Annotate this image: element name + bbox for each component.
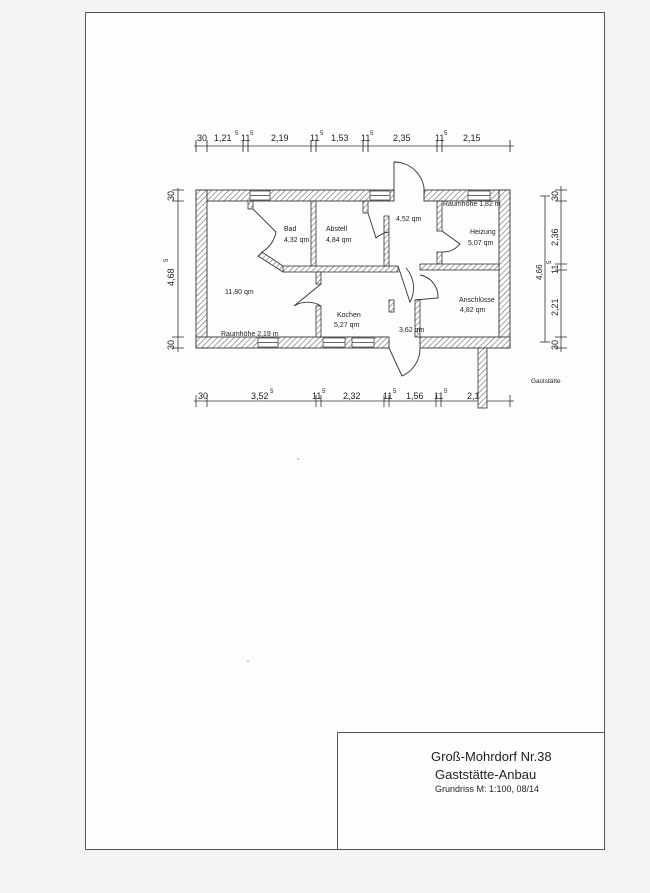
dimension-label: 1,56 (406, 391, 424, 401)
left-dimension-chain (172, 188, 184, 352)
dimension-label: 11 (383, 391, 392, 401)
windows (249, 190, 491, 348)
dimension-label: 11 (241, 133, 250, 143)
door-swings (252, 161, 461, 377)
dimension-label: 11 (310, 133, 319, 143)
room-name: Abstell (326, 226, 347, 233)
adjacent-wall (477, 347, 488, 409)
dimension-label: 11 (312, 391, 321, 401)
dimension-label: 30 (198, 391, 208, 401)
room-name: Heizung (470, 229, 496, 236)
dimension-label: 30 (550, 340, 560, 350)
dimension-superscript: 5 (164, 258, 170, 262)
drawing-sheet (85, 12, 605, 850)
dimension-label: 1,21 (214, 133, 232, 143)
dimension-label: 3,52 (251, 391, 269, 401)
dimension-label: 2,21 (550, 298, 560, 316)
dimension-superscript: 5 (547, 260, 553, 264)
dimension-superscript: 5 (322, 389, 326, 395)
room-name: Anschlüsse (459, 297, 495, 304)
bottom-dimension-chain (194, 395, 514, 407)
dimension-label: 2,15 (467, 391, 485, 401)
dimension-superscript: 5 (393, 389, 397, 395)
project-title: Groß-Mohrdorf Nr.38 (431, 749, 552, 764)
room-area: 4,84 qm (326, 237, 351, 244)
room-name: Kochen (337, 312, 361, 319)
dimension-label: 30 (166, 340, 176, 350)
dimension-label: 2,36 (550, 228, 560, 246)
top-dimension-chain (194, 140, 514, 152)
dimension-superscript: 5 (444, 131, 448, 137)
dimension-superscript: 5 (235, 131, 239, 137)
room-area: 3,62 qm (399, 327, 424, 334)
dimension-label: 11 (550, 265, 560, 274)
dimension-label: 2,32 (343, 391, 361, 401)
title-block: Groß-Mohrdorf Nr.38 Gaststätte-Anbau Gru… (337, 732, 605, 850)
dimension-label: 2,35 (393, 133, 411, 143)
interior-walls (247, 200, 500, 338)
dimension-superscript: 5 (370, 131, 374, 137)
ceiling-height: Raumhöhe 1,82 m (443, 201, 501, 208)
right-dimension-labels: 30 2,36 4,66 11 5 2,21 30 (535, 191, 560, 350)
dimension-label: 30 (550, 191, 560, 201)
dimension-label: 11 (435, 133, 444, 143)
drawing-scale-note: Grundriss M: 1:100, 08/14 (435, 784, 540, 794)
adjacent-building-label: Gaststätte (531, 378, 561, 385)
scan-speck (247, 660, 249, 662)
room-name: Bad (284, 226, 297, 233)
scan-speck (297, 458, 299, 460)
room-area: 4,82 qm (460, 307, 485, 314)
top-dimension-labels: 30 1,21 5 11 5 2,19 11 5 1,53 11 5 2,35 … (197, 131, 481, 143)
dimension-label: 2,15 (463, 133, 481, 143)
dimension-superscript: 5 (320, 131, 324, 137)
dimension-label: 30 (197, 133, 207, 143)
dimension-superscript: 5 (444, 389, 448, 395)
project-subtitle: Gaststätte-Anbau (435, 767, 537, 782)
room-area: 5,07 qm (468, 240, 493, 247)
dimension-label: 4,66 (535, 264, 544, 280)
bottom-dimension-labels: 30 3,52 5 11 5 2,32 11 5 1,56 11 5 2,15 (198, 389, 485, 401)
room-area: 11,80 qm (225, 289, 254, 296)
room-labels: Bad 4,32 qm Abstell 4,84 qm 4,52 qm Heiz… (221, 201, 561, 385)
dimension-superscript: 5 (270, 389, 274, 395)
room-area: 5,27 qm (334, 322, 359, 329)
room-area: 4,52 qm (396, 216, 421, 223)
dimension-superscript: 5 (250, 131, 254, 137)
left-dimension-labels: 30 4,68 5 30 (164, 191, 176, 350)
room-area: 4,32 qm (284, 237, 309, 244)
dimension-label: 11 (361, 133, 370, 143)
exterior-walls (195, 189, 511, 349)
ceiling-height: Raumhöhe 2,19 m (221, 331, 279, 338)
dimension-label: 30 (166, 191, 176, 201)
dimension-label: 1,53 (331, 133, 349, 143)
right-dimension-chain (540, 186, 567, 352)
dimension-label: 11 (434, 391, 443, 401)
dimension-label: 2,19 (271, 133, 289, 143)
dimension-label: 4,68 (166, 268, 176, 286)
